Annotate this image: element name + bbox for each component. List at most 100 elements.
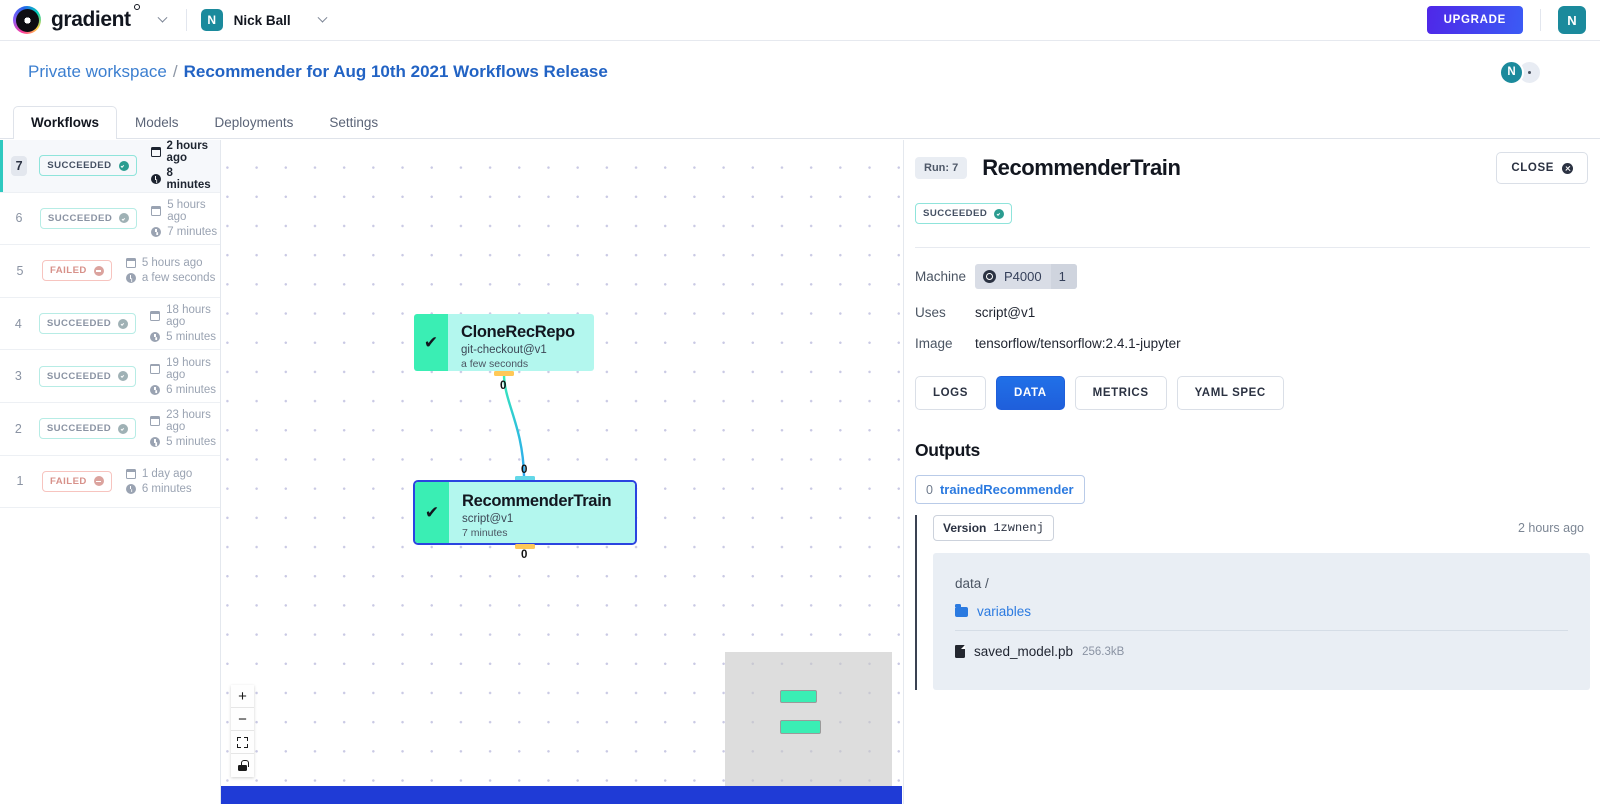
node-duration: a few seconds — [461, 358, 529, 370]
workspace-dropdown-button[interactable] — [153, 7, 172, 33]
run-number: 2 — [14, 421, 22, 436]
primary-tabs: Workflows Models Deployments Settings — [0, 103, 1600, 140]
node-output-handle[interactable] — [494, 371, 514, 376]
top-bar: gradient N Nick Ball UPGRADE N — [0, 0, 1600, 41]
divider — [1540, 9, 1541, 31]
node-uses: script@v1 — [462, 513, 514, 525]
uses-value: script@v1 — [975, 305, 1036, 320]
calendar-icon — [125, 468, 136, 479]
machine-count: 1 — [1050, 264, 1077, 289]
edge-label: 0 — [521, 464, 528, 476]
clock-icon — [125, 483, 136, 494]
account-avatar-button[interactable]: N — [1558, 6, 1586, 34]
clock-icon — [151, 226, 162, 237]
detail-tab-logs[interactable]: LOGS — [915, 376, 986, 410]
node-body: CloneRecRepo git-checkout@v1 a few secon… — [448, 314, 594, 371]
clock-icon — [150, 384, 161, 395]
node-uses: git-checkout@v1 — [461, 344, 547, 356]
lock-canvas-button[interactable] — [231, 754, 254, 777]
tab-settings[interactable]: Settings — [329, 115, 379, 130]
tab-models[interactable]: Models — [135, 115, 179, 130]
tab-deployments[interactable]: Deployments — [214, 115, 294, 130]
machine-row: Machine P4000 1 — [915, 264, 1590, 289]
image-value: tensorflow/tensorflow:2.4.1-jupyter — [975, 336, 1181, 351]
list-item[interactable]: saved_model.pb 256.3kB — [955, 631, 1568, 670]
user-dropdown-button[interactable] — [313, 7, 332, 33]
workflow-node-recommendertrain[interactable]: ✔ RecommenderTrain script@v1 7 minutes — [413, 480, 637, 545]
node-body: RecommenderTrain script@v1 7 minutes — [449, 482, 635, 543]
list-item[interactable]: variables — [955, 591, 1568, 631]
upgrade-button[interactable]: UPGRADE — [1426, 6, 1523, 34]
brand-name: gradient — [51, 4, 140, 32]
close-button[interactable]: CLOSE — [1496, 152, 1588, 184]
clock-icon — [150, 332, 161, 343]
node-input-handle[interactable] — [515, 476, 535, 481]
run-duration: 6 minutes — [141, 482, 192, 495]
output-index: 0 — [926, 482, 933, 497]
image-row: Image tensorflow/tensorflow:2.4.1-jupyte… — [915, 336, 1590, 351]
detail-tab-data[interactable]: DATA — [996, 376, 1065, 410]
output-name: trainedRecommender — [939, 482, 1074, 497]
divider — [915, 247, 1590, 248]
uses-label: Uses — [915, 305, 946, 320]
version-timestamp: 2 hours ago — [1517, 521, 1584, 535]
breadcrumb: Private workspace / Recommender for Aug … — [28, 62, 608, 82]
run-number-badge: Run: 7 — [915, 157, 968, 179]
file-browser-card: data / variables saved_model.pb 256.3kB — [933, 553, 1590, 690]
calendar-icon — [150, 311, 161, 322]
tab-workflows[interactable]: Workflows — [13, 106, 118, 140]
error-circle-icon — [93, 476, 104, 487]
node-output-handle[interactable] — [515, 544, 535, 549]
workflow-canvas[interactable]: 0 0 ✔ CloneRecRepo git-checkout@v1 a few… — [221, 140, 902, 786]
version-badge[interactable]: Version 1zwnenj — [933, 515, 1054, 541]
run-number: 7 — [11, 155, 28, 176]
brand-logo[interactable]: gradient — [13, 4, 140, 34]
fit-view-button[interactable] — [231, 731, 254, 754]
status-badge-label: SUCCEEDED — [923, 208, 988, 219]
status-badge-label: SUCCEEDED — [46, 423, 112, 435]
canvas-zoom-controls: + − — [231, 685, 254, 777]
machine-label: Machine — [915, 269, 967, 284]
run-duration: 5 minutes — [166, 331, 216, 344]
detail-tab-metrics[interactable]: METRICS — [1074, 376, 1167, 410]
check-circle-icon — [119, 213, 130, 224]
output-chip-trainedrecommender[interactable]: 0 trainedRecommender — [915, 475, 1085, 504]
minimap-node — [780, 720, 821, 734]
gradient-logo-icon — [13, 6, 41, 34]
canvas-minimap[interactable] — [725, 652, 892, 786]
avatar[interactable]: N — [1499, 59, 1524, 85]
check-icon: ✔ — [414, 314, 448, 371]
detail-header: Run: 7 RecommenderTrain CLOSE — [915, 152, 1590, 184]
check-circle-icon — [118, 423, 129, 434]
breadcrumb-separator: / — [172, 62, 178, 81]
zoom-out-button[interactable]: − — [231, 708, 254, 731]
canvas-scrollbar[interactable] — [221, 786, 902, 804]
workflow-node-clonerecrepo[interactable]: ✔ CloneRecRepo git-checkout@v1 a few sec… — [414, 314, 594, 371]
file-path-breadcrumb: data / — [955, 576, 989, 591]
folder-name[interactable]: variables — [977, 604, 1032, 619]
error-circle-icon — [93, 265, 104, 276]
run-timestamp: 18 hours ago — [166, 304, 211, 329]
breadcrumb-current-project[interactable]: Recommender for Aug 10th 2021 Workflows … — [183, 62, 608, 81]
breadcrumb-workspace-link[interactable]: Private workspace — [28, 62, 167, 81]
clock-icon — [150, 437, 161, 448]
detail-tab-yaml-spec[interactable]: YAML SPEC — [1176, 376, 1284, 410]
check-circle-icon — [118, 318, 129, 329]
file-icon — [955, 645, 965, 658]
node-title: RecommenderTrain — [462, 492, 612, 510]
lock-icon — [238, 760, 249, 771]
run-number: 5 — [16, 263, 24, 278]
run-timestamp: 23 hours ago — [166, 409, 211, 434]
edge-label: 0 — [500, 380, 507, 392]
outputs-heading: Outputs — [915, 440, 980, 460]
zoom-in-button[interactable]: + — [231, 685, 254, 708]
